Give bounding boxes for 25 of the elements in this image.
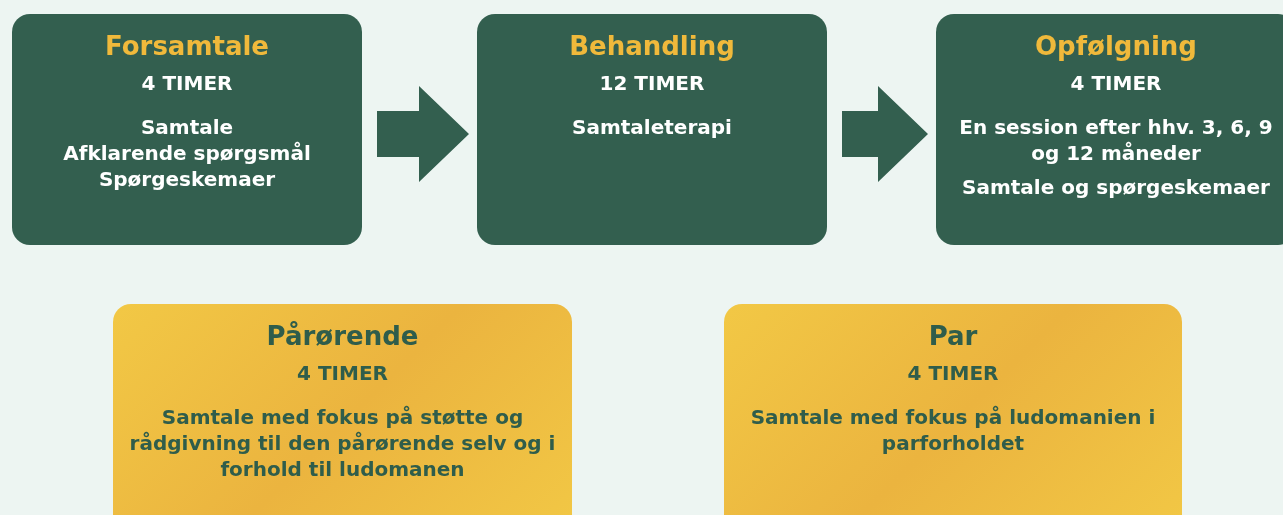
- box-heading: Forsamtale: [105, 30, 269, 63]
- process-box: [936, 14, 1283, 245]
- box-heading: Par: [928, 320, 978, 353]
- box-heading: Behandling: [569, 30, 735, 63]
- box-text: Samtale med fokus på støtte og rådgivning til den pårørende selv og i forhold til ludomanen: [128, 403, 557, 482]
- duration-label: 12 TIMER: [599, 69, 705, 96]
- duration-label: 4 TIMER: [297, 359, 388, 386]
- process-box: [724, 304, 1182, 515]
- box-text: En session efter hhv. 3, 6, 9 og 12 måneder: [958, 113, 1274, 166]
- duration-label: 4 TIMER: [1070, 69, 1162, 96]
- box-text: Samtaleterapi: [572, 113, 732, 140]
- process-box: [477, 14, 827, 245]
- block-arrow: [377, 86, 469, 182]
- duration-label: 4 TIMER: [907, 359, 999, 386]
- box-heading: Opfølgning: [1035, 30, 1197, 63]
- box-text: Samtale med fokus på ludomanien i parforholdet: [749, 403, 1157, 456]
- process-box: [113, 304, 572, 515]
- box-text: Samtale og spørgeskemaer: [962, 173, 1270, 200]
- box-text: Spørgeskemaer: [98, 165, 276, 192]
- block-arrow: [842, 86, 928, 182]
- duration-label: 4 TIMER: [141, 69, 233, 96]
- box-heading: Pårørende: [266, 320, 419, 353]
- box-text: Afklarende spørgsmål: [63, 139, 311, 166]
- process-box: [12, 14, 362, 245]
- box-text: Samtale: [140, 113, 234, 140]
